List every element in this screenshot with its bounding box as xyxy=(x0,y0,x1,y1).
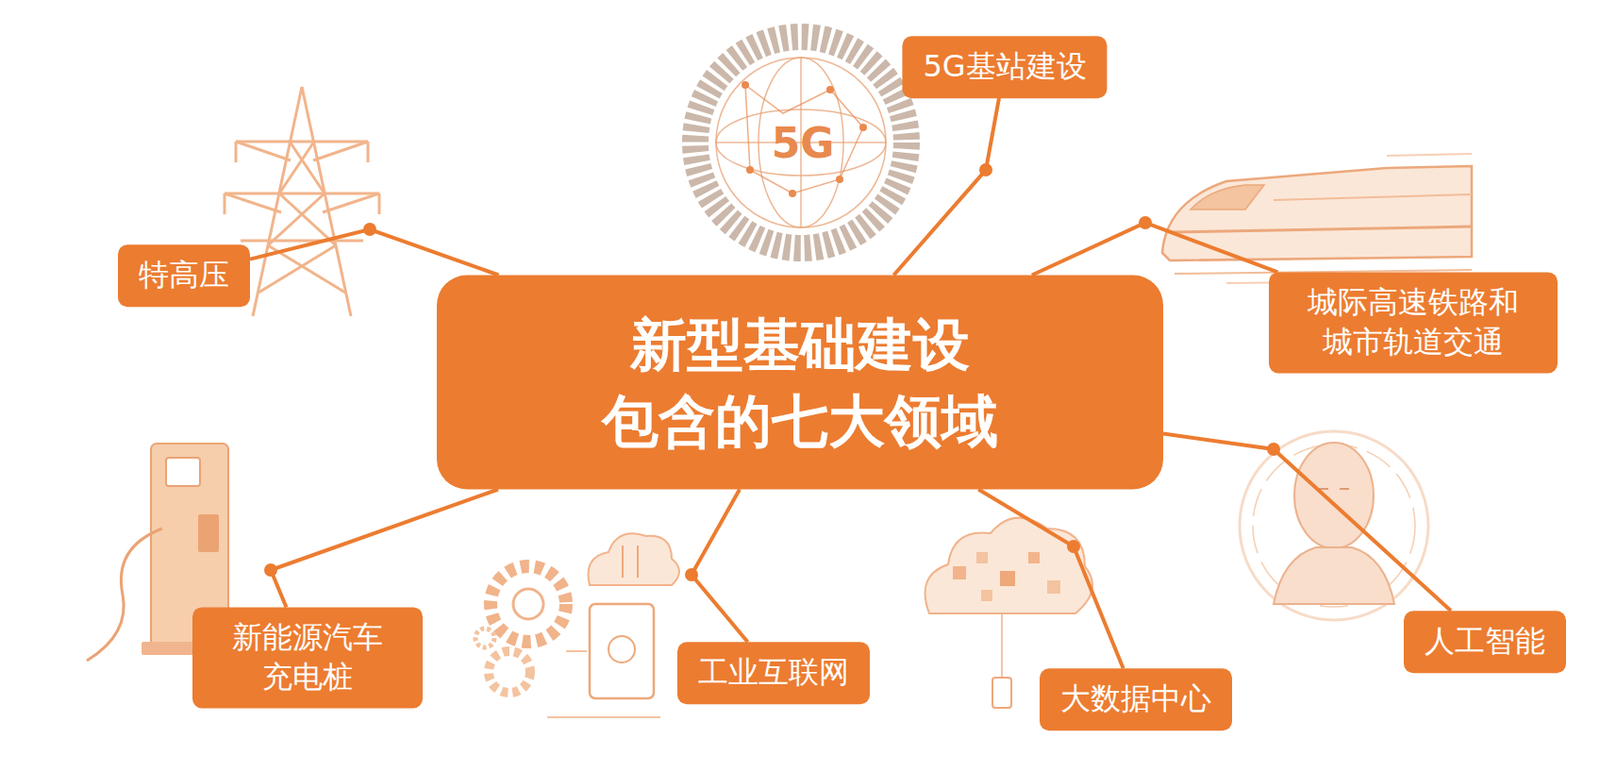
train-illustration xyxy=(1162,153,1472,284)
domain-label-box: 城际高速铁路和 城市轨道交通 xyxy=(1268,271,1558,373)
connector-line xyxy=(691,489,749,643)
connector-dot xyxy=(979,163,993,177)
domain-label-text: 5G基站建设 xyxy=(922,47,1086,87)
connector-dot xyxy=(264,563,278,577)
gears-illustration xyxy=(475,533,680,717)
domain-label-box: 新能源汽车 充电桩 xyxy=(192,606,423,708)
domain-label-text: 新能源汽车 充电桩 xyxy=(213,617,402,697)
ai-face-illustration xyxy=(1239,431,1429,620)
domain-label-box: 工业互联网 xyxy=(677,641,870,704)
central-topic-box: 新型基础建设 包含的七大领域 xyxy=(436,275,1164,490)
connector-dot xyxy=(1138,216,1152,230)
connector-dot xyxy=(363,222,377,236)
connector-line xyxy=(270,489,499,608)
connector-line xyxy=(978,489,1123,669)
connector-dot xyxy=(1266,442,1281,456)
connector-line xyxy=(893,98,1000,276)
connector-dot xyxy=(684,567,699,582)
domain-label-text: 工业互联网 xyxy=(698,652,850,693)
domain-label-box: 人工智能 xyxy=(1403,610,1567,673)
domain-label-box: 大数据中心 xyxy=(1039,667,1233,731)
globe-label: 5G xyxy=(771,118,835,167)
globe-illustration xyxy=(695,36,907,249)
domain-label-text: 人工智能 xyxy=(1424,621,1546,662)
central-topic-text: 新型基础建设 包含的七大领域 xyxy=(554,305,1046,459)
domain-label-box: 5G基站建设 xyxy=(901,35,1107,99)
domain-label-text: 城际高速铁路和 城市轨道交通 xyxy=(1289,283,1537,362)
connector-dot xyxy=(1066,539,1081,553)
domain-label-text: 特高压 xyxy=(138,255,230,296)
connector-line xyxy=(250,229,500,276)
connector-line xyxy=(1163,433,1451,611)
connector-line xyxy=(1032,222,1279,276)
domain-label-text: 大数据中心 xyxy=(1060,679,1212,719)
domain-label-box: 特高压 xyxy=(117,244,250,307)
